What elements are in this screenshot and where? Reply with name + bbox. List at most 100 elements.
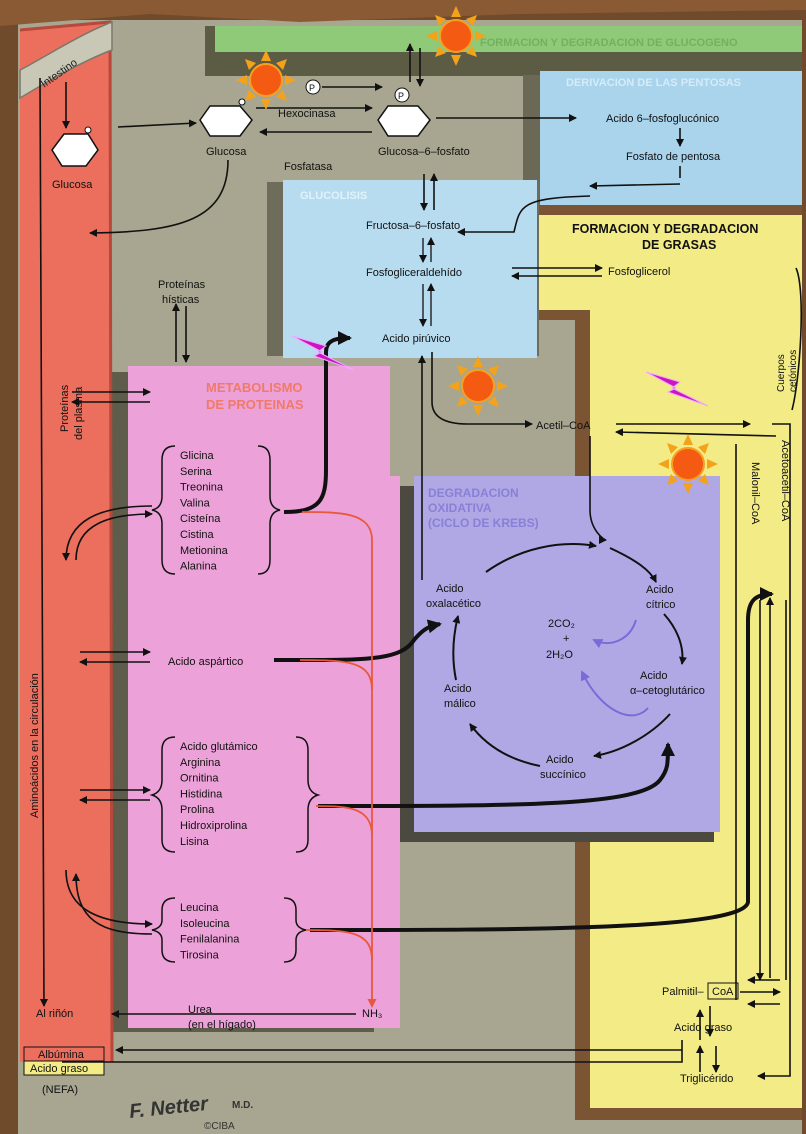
cuerpos-2: cetónicos xyxy=(788,350,799,392)
coa-box xyxy=(707,982,739,1000)
pathway-arrows xyxy=(39,43,803,1080)
al-rinon-label: Al riñón xyxy=(36,1008,73,1020)
amino-acid-label: Cistina xyxy=(180,529,215,541)
fosfatasa-label: Fosfatasa xyxy=(284,161,333,173)
pentose-title: DERIVACION DE LAS PENTOSAS xyxy=(566,77,741,89)
proteinas-histicas-2: hísticas xyxy=(162,294,200,306)
fosfogliceraldehido-label: Fosfogliceraldehído xyxy=(366,267,462,279)
glycolysis-small-arrows xyxy=(419,237,435,327)
acido-graso-box xyxy=(23,1060,105,1076)
amino-acid-lists: GlicinaSerinaTreoninaValinaCisteínaCisti… xyxy=(180,450,258,961)
succinico-2: succínico xyxy=(540,769,586,781)
krebs-cycle xyxy=(452,540,687,767)
fat-title-2: DE GRASAS xyxy=(642,238,716,252)
amino-acid-label: Histidina xyxy=(180,788,223,800)
amino-acid-label: Metionina xyxy=(180,545,229,557)
aspartico-label: Acido aspártico xyxy=(168,656,243,668)
acido-graso-label: Acido graso xyxy=(674,1022,732,1034)
glucose-label: Glucosa xyxy=(206,146,247,158)
co2-release-arrows xyxy=(580,619,649,717)
malico-2: málico xyxy=(444,698,476,710)
amino-acid-label: Cisteína xyxy=(180,513,221,525)
acido-graso-box-label: Acido graso xyxy=(30,1063,88,1075)
cetoglutarico-2: α–cetoglutárico xyxy=(630,685,705,697)
nefa-label: (NEFA) xyxy=(42,1084,78,1096)
fat-box-top xyxy=(537,215,802,310)
sun-icon xyxy=(425,5,487,67)
amino-acid-label: Prolina xyxy=(180,804,215,816)
palmitil-label: Palmitil– xyxy=(662,986,704,998)
amino-acid-label: Ornitina xyxy=(180,773,219,785)
citrico-2: cítrico xyxy=(646,599,675,611)
krebs-title-1: DEGRADACION xyxy=(428,486,519,500)
krebs-box xyxy=(414,476,720,832)
pentose-box xyxy=(540,71,802,205)
glycogen-band xyxy=(215,26,802,52)
acetoacetil-label: Acetoacetil–CoA xyxy=(779,440,791,522)
amino-acid-label: Acido glutámico xyxy=(180,741,258,753)
aminoacidos-label: Aminoácidos en la circulación xyxy=(29,673,41,818)
proteinas-histicas-1: Proteínas xyxy=(158,279,206,291)
trigliceridos-label: Triglicérido xyxy=(680,1073,733,1085)
pentose-phosphate-label: Fosfato de pentosa xyxy=(626,151,721,163)
albumina-label: Albúmina xyxy=(38,1049,85,1061)
g6p-hexagon xyxy=(377,105,431,137)
oxalacetico-2: oxalacético xyxy=(426,598,481,610)
nh3-label: NH₃ xyxy=(362,1008,382,1020)
hexocinasa-label: Hexocinasa xyxy=(278,108,336,120)
fat-title-1: FORMACION Y DEGRADACION xyxy=(572,222,758,236)
amino-acid-label: Tirosina xyxy=(180,949,220,961)
protein-box xyxy=(128,366,390,1028)
glycolysis-title: GLUCOLISIS xyxy=(300,190,367,202)
intestine-wall xyxy=(19,20,113,100)
amino-acid-label: Treonina xyxy=(180,482,224,494)
protein-title-2: DE PROTEINAS xyxy=(206,397,304,412)
sun-icon xyxy=(447,355,509,417)
amino-acid-label: Hidroxiprolina xyxy=(180,820,248,832)
oxalacetico-1: Acido xyxy=(436,583,464,595)
sun-icon xyxy=(657,433,719,495)
krebs-title-3: (CICLO DE KREBS) xyxy=(428,516,539,530)
amino-acid-label: Serina xyxy=(180,466,213,478)
amino-acid-label: Glicina xyxy=(180,450,215,462)
nh3-lines xyxy=(299,511,377,1008)
h2o-label: 2H₂O xyxy=(546,649,573,661)
fosfoglicerol-label: Fosfoglicerol xyxy=(608,266,670,278)
amino-acid-label: Valina xyxy=(180,497,211,509)
glucose-hexagon xyxy=(199,105,253,137)
phosphate-symbol: P xyxy=(398,91,404,101)
amino-acid-label: Arginina xyxy=(180,757,221,769)
amino-acid-label: Leucina xyxy=(180,902,219,914)
blood-vessel xyxy=(20,22,112,1062)
plus-label: + xyxy=(563,633,569,645)
amino-acid-label: Isoleucina xyxy=(180,918,230,930)
g6p-label: Glucosa–6–fosfato xyxy=(378,146,470,158)
citrico-1: Acido xyxy=(646,584,674,596)
piruvico-label: Acido pirúvico xyxy=(382,333,450,345)
protein-title-1: METABOLISMO xyxy=(206,380,303,395)
glucose-hexagon-intestine xyxy=(51,133,99,167)
urea-label-2: (en el hígado) xyxy=(188,1019,256,1031)
proteinas-plasma-2: del plasma xyxy=(73,386,85,440)
coa-label: CoA xyxy=(712,986,734,998)
glucose-label-left: Glucosa xyxy=(52,179,93,191)
urea-label-1: Urea xyxy=(188,1004,213,1016)
co2-label: 2CO₂ xyxy=(548,618,575,630)
cetoglutarico-1: Acido xyxy=(640,670,668,682)
phosphate-symbol-2: P xyxy=(309,83,315,93)
sun-icon xyxy=(235,49,297,111)
proteinas-plasma-1: Proteínas xyxy=(59,384,71,432)
amino-acid-label: Lisina xyxy=(180,836,210,848)
glycogen-title: FORMACION Y DEGRADACION DE GLUCOGENO xyxy=(480,37,738,49)
malico-1: Acido xyxy=(444,683,472,695)
gluconic-label: Acido 6–fosfoglucónico xyxy=(606,113,719,125)
malonil-label: Malonil–CoA xyxy=(749,462,761,525)
copyright: ©CIBA xyxy=(204,1121,235,1132)
succinico-1: Acido xyxy=(546,754,574,766)
krebs-title-2: OXIDATIVA xyxy=(428,501,492,515)
amino-acid-label: Fenilalanina xyxy=(180,934,240,946)
signature-md: M.D. xyxy=(232,1100,253,1111)
glycolysis-box xyxy=(283,180,537,358)
